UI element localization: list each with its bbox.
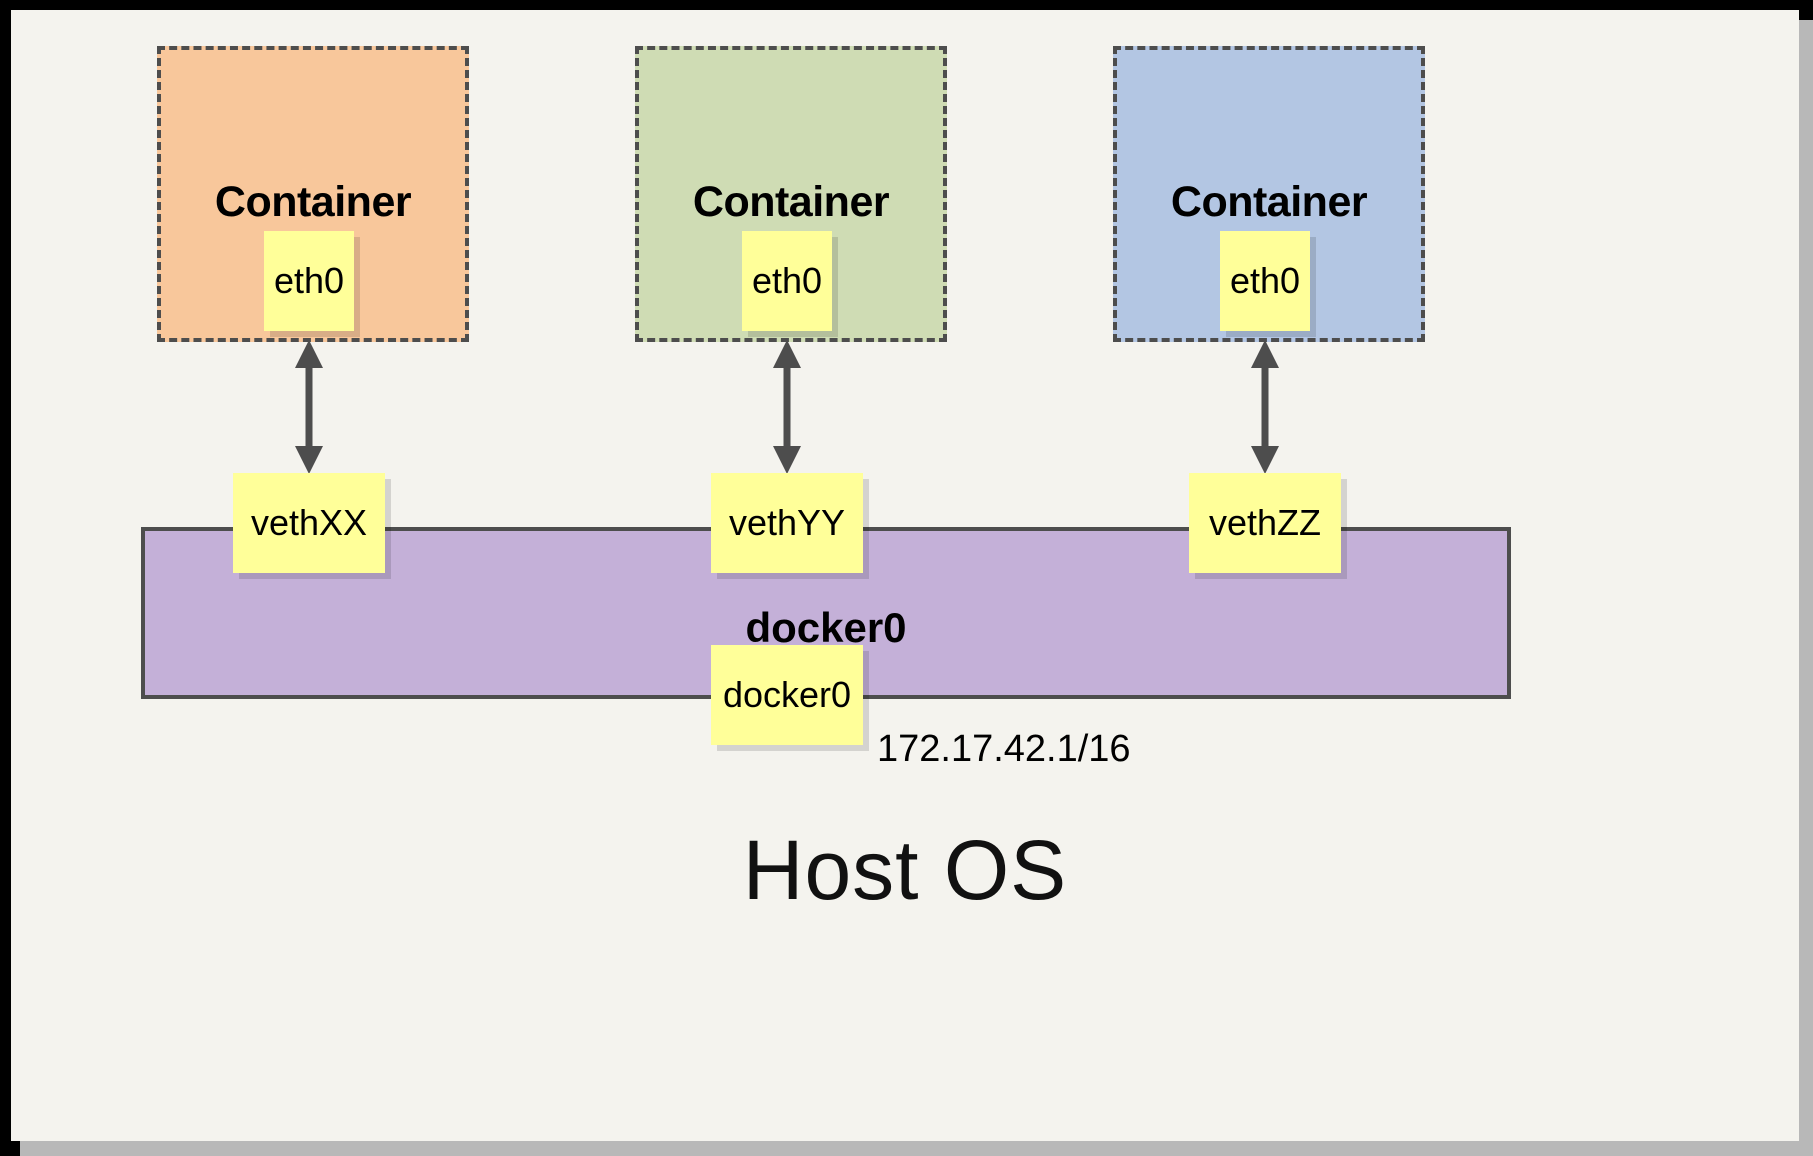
container-label-1: Container — [214, 178, 412, 226]
eth0-box-1: eth0 — [264, 231, 354, 331]
diagram-surface: Container eth0 Container eth0 Container … — [11, 10, 1799, 1141]
container-label-3: Container — [1170, 178, 1368, 226]
link-arrow-1 — [295, 340, 323, 474]
link-arrow-2 — [773, 340, 801, 474]
veth-box-1: vethXX — [233, 473, 385, 573]
container-box-1: Container — [157, 46, 469, 342]
veth-box-3: vethZZ — [1189, 473, 1341, 573]
veth-label-3: vethZZ — [1208, 502, 1322, 543]
host-os-label: Host OS — [742, 823, 1068, 917]
link-arrow-3 — [1251, 340, 1279, 474]
veth-label-2: vethYY — [728, 502, 846, 543]
eth0-label-3: eth0 — [1229, 260, 1301, 301]
docker0-bridge-label: docker0 — [745, 604, 907, 651]
container-label-2: Container — [692, 178, 890, 226]
docker0-port-box: docker0 — [711, 645, 863, 745]
docker0-ip-label: 172.17.42.1/16 — [877, 728, 1131, 770]
docker0-port-label: docker0 — [722, 674, 852, 715]
eth0-box-2: eth0 — [742, 231, 832, 331]
veth-box-2: vethYY — [711, 473, 863, 573]
eth0-label-1: eth0 — [273, 260, 345, 301]
eth0-label-2: eth0 — [751, 260, 823, 301]
veth-label-1: vethXX — [250, 502, 368, 543]
eth0-box-3: eth0 — [1220, 231, 1310, 331]
